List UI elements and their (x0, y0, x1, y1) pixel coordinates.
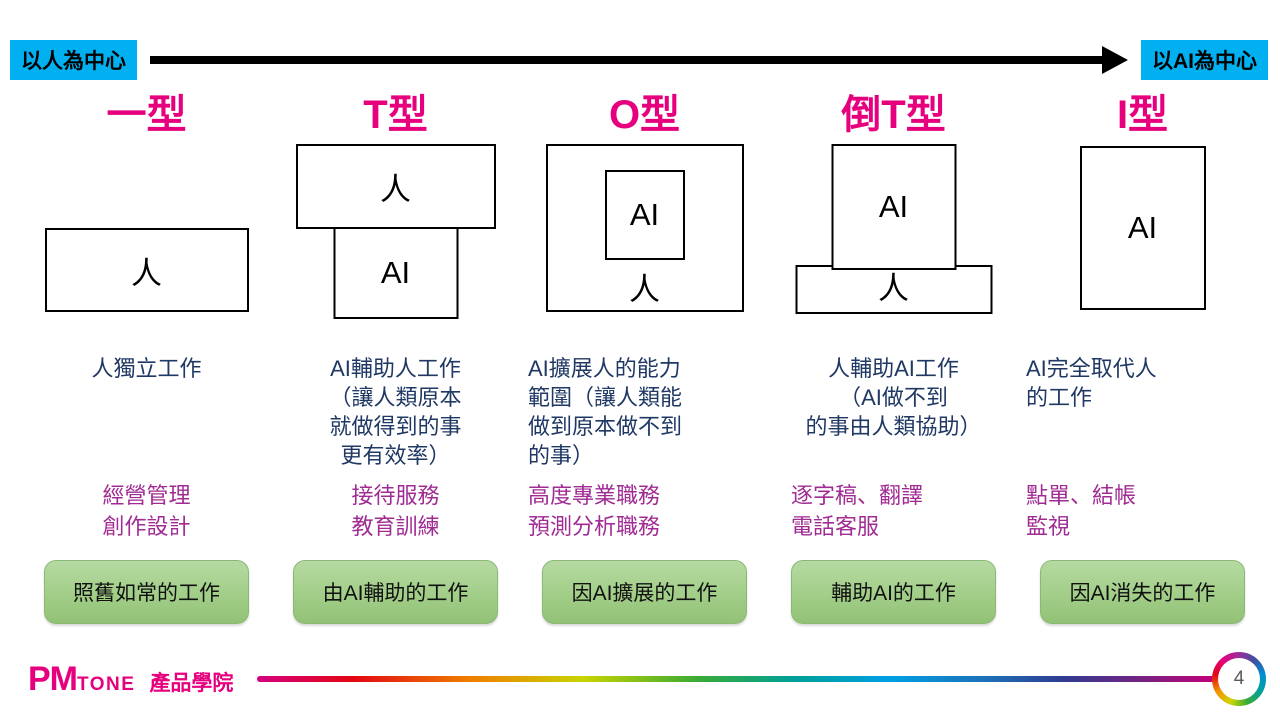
inverted-t-type-diagram: AI 人 (769, 144, 1018, 324)
job-example: 經營管理 (102, 483, 191, 508)
job-examples: 逐字稿、翻譯 電話客服 (769, 480, 1018, 546)
description-line: 就做得到的事 (329, 414, 462, 439)
job-example: 創作設計 (102, 514, 191, 539)
human-box-label: 人 (380, 172, 411, 207)
human-box: 人 (44, 228, 249, 312)
column-title: I型 (1116, 93, 1169, 137)
description-line: AI擴展人的能力 (528, 356, 681, 381)
column-one-type: 一型 人 人獨立工作 經營管理 創作設計 照舊如常的工作 (22, 78, 271, 624)
human-centered-label: 以人為中心 (10, 40, 137, 80)
job-examples: 接待服務 教育訓練 (271, 480, 520, 546)
description: AI輔助人工作 （讓人類原本 就做得到的事 更有效率） (271, 354, 520, 480)
description: AI完全取代人 的工作 (1018, 354, 1267, 480)
description-line: 更有效率） (340, 443, 451, 468)
work-category-box: 由AI輔助的工作 (293, 560, 498, 624)
work-category-box: 照舊如常的工作 (44, 560, 249, 624)
job-example: 高度專業職務 (528, 483, 661, 508)
ai-box: AI (831, 144, 956, 270)
column-title: O型 (608, 93, 681, 137)
job-examples: 點單、結帳 監視 (1018, 480, 1267, 546)
column-t-type: T型 人 AI AI輔助人工作 （讓人類原本 就做得到的事 更有效率） 接待服務… (271, 78, 520, 624)
arrow-head-icon (1102, 46, 1128, 74)
job-example: 監視 (1026, 514, 1071, 539)
description-line: 的事由人類協助） (805, 414, 982, 439)
arrow-line (150, 56, 1103, 64)
logo-suffix-text: 產品學院 (149, 671, 234, 695)
o-type-diagram: AI 人 (520, 144, 769, 324)
job-example: 教育訓練 (351, 514, 440, 539)
job-example: 點單、結帳 (1026, 483, 1137, 508)
ai-box-label: AI (380, 255, 411, 290)
human-box-label: 人 (878, 271, 909, 306)
work-category-box: 輔助AI的工作 (791, 560, 996, 624)
page-number-badge: 4 (1212, 652, 1266, 706)
t-type-diagram: 人 AI (271, 144, 520, 324)
work-category-box: 因AI消失的工作 (1040, 560, 1245, 624)
description-line: 人獨立工作 (91, 356, 202, 381)
column-title: 倒T型 (841, 93, 946, 137)
human-box: 人 (295, 144, 496, 229)
ai-box-label: AI (1127, 210, 1158, 245)
job-example: 接待服務 (351, 483, 440, 508)
ai-box-label: AI (878, 189, 909, 224)
i-type-diagram: AI (1018, 144, 1267, 324)
column-o-type: O型 AI 人 AI擴展人的能力 範圍（讓人類能 做到原本做不到 的事） 高度專… (520, 78, 769, 624)
description-line: AI輔助人工作 (330, 356, 461, 381)
work-category-box: 因AI擴展的工作 (542, 560, 747, 624)
column-inverted-t-type: 倒T型 AI 人 人輔助AI工作 （AI做不到 的事由人類協助） 逐字稿、翻譯 … (769, 78, 1018, 624)
logo-tone-text: TONE (77, 673, 136, 695)
spectrum-header: 以人為中心 以AI為中心 (0, 0, 1280, 80)
human-box-label: 人 (629, 272, 660, 307)
description-line: AI完全取代人 (1026, 356, 1157, 381)
description: 人獨立工作 (22, 354, 271, 480)
description-line: （讓人類原本 (329, 385, 462, 410)
human-box: 人 (795, 265, 992, 314)
ai-centered-label: 以AI為中心 (1141, 40, 1268, 80)
spectrum-arrow (150, 46, 1128, 74)
job-example: 逐字稿、翻譯 (791, 483, 924, 508)
column-i-type: I型 AI AI完全取代人 的工作 點單、結帳 監視 因AI消失的工作 (1018, 78, 1267, 624)
ai-box: AI (1079, 146, 1206, 310)
job-example: 預測分析職務 (528, 514, 661, 539)
column-title: 一型 (106, 93, 187, 137)
description: AI擴展人的能力 範圍（讓人類能 做到原本做不到 的事） (520, 354, 769, 480)
job-examples: 高度專業職務 預測分析職務 (520, 480, 769, 546)
page-number: 4 (1218, 658, 1260, 700)
description-line: 的工作 (1026, 385, 1093, 410)
logo-pm-text: PM (28, 659, 78, 698)
description-line: 做到原本做不到 (528, 414, 683, 439)
human-box-label: 人 (131, 255, 162, 291)
job-examples: 經營管理 創作設計 (22, 480, 271, 546)
ai-box: AI (333, 227, 458, 319)
description: 人輔助AI工作 （AI做不到 的事由人類協助） (769, 354, 1018, 480)
description-line: 的事） (528, 443, 595, 468)
rainbow-divider (257, 676, 1216, 682)
column-title: T型 (363, 93, 428, 137)
ai-box-label: AI (629, 197, 660, 232)
ai-box: AI (604, 170, 685, 260)
type-columns: 一型 人 人獨立工作 經營管理 創作設計 照舊如常的工作 T型 人 AI AI輔… (0, 78, 1280, 624)
pmtone-logo: PM TONE 產品學院 (28, 660, 233, 699)
description-line: 範圍（讓人類能 (528, 385, 683, 410)
description-line: （AI做不到 (839, 385, 948, 410)
slide-footer: PM TONE 產品學院 4 (0, 652, 1280, 706)
job-example: 電話客服 (791, 514, 880, 539)
description-line: 人輔助AI工作 (828, 356, 959, 381)
one-type-diagram: 人 (22, 144, 271, 324)
